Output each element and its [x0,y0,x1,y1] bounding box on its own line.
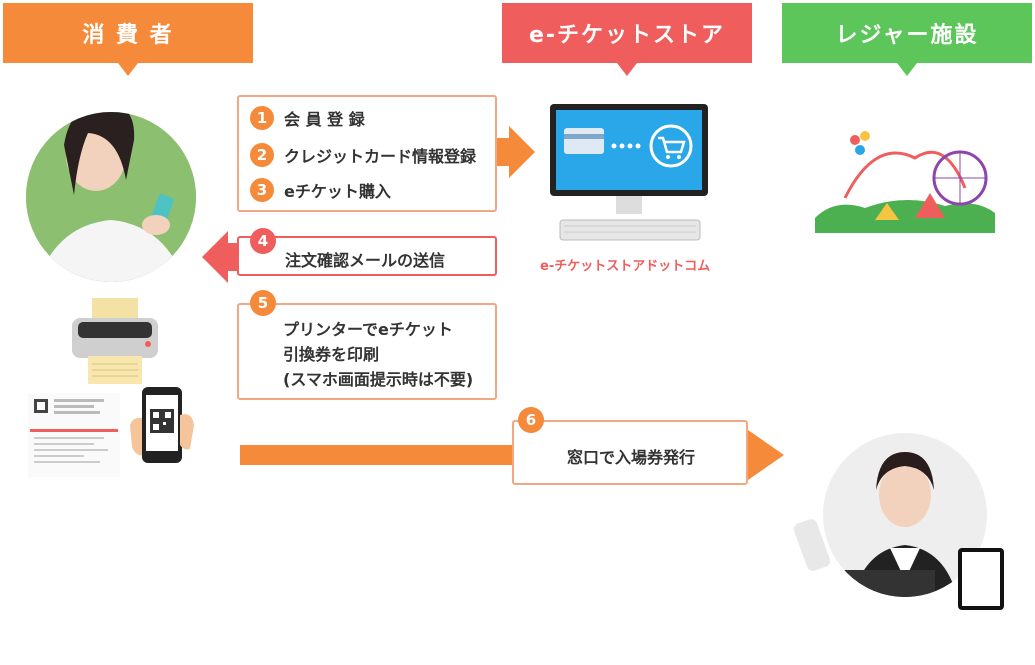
step-3-number: 3 [250,178,274,202]
step-5-line-2: 引換券を印刷 [283,345,380,364]
store-caption: e-チケットストアドットコム [540,259,711,274]
smartphone-qr-icon [130,387,194,463]
amusement-park-icon [815,131,995,233]
step-1-label: 会 員 登 録 [284,110,365,129]
step-2-label: クレジットカード情報登録 [284,147,477,166]
step-5-box [237,303,497,400]
step-6-label: 窓口で入場券発行 [567,448,696,467]
step-3: 3 eチケット購入 [250,178,391,202]
steps-1-3-box [237,95,497,212]
step-5-line-1: プリンターでeチケット [283,320,453,339]
flow-line [240,445,512,465]
header-consumer: 消 費 者 [3,3,253,76]
step-2: 2 クレジットカード情報登録 [250,143,476,167]
arrow-to-leisure [748,430,784,480]
step-1: 1 会 員 登 録 [250,106,365,130]
computer-cart-icon [550,104,708,241]
step-5-line-3: (スマホ画面提示時は不要) [283,370,474,389]
arrow-to-store [497,126,535,178]
step-5-number: 5 [250,290,276,316]
printer-icon [72,298,158,384]
step-6-box [512,420,748,485]
step-3-label: eチケット購入 [284,182,391,201]
step-4-label: 注文確認メールの送信 [285,251,446,270]
step-4-box [237,236,497,276]
step-6-number: 6 [518,407,544,433]
header-store: e-チケットストア [502,3,752,76]
ticket-document-icon [28,393,120,477]
step-2-number: 2 [250,143,274,167]
step-4-number: 4 [250,228,276,254]
header-leisure: レジャー施設 [782,3,1032,76]
arrow-to-consumer [202,231,242,283]
consumer-woman-photo [26,112,196,282]
receptionist-photo [793,433,1004,610]
step-1-number: 1 [250,106,274,130]
